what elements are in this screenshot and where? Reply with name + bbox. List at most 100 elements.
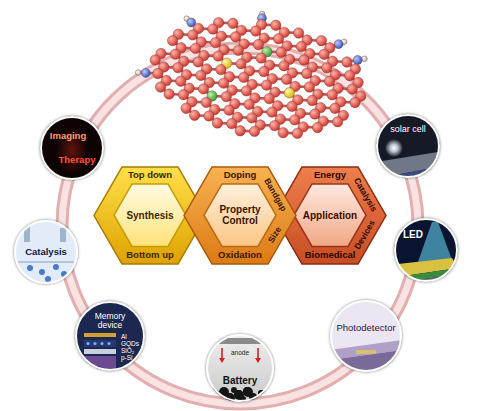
atom: [153, 68, 163, 78]
atom: [332, 117, 342, 127]
atom: [319, 49, 329, 59]
decoration: [394, 218, 458, 282]
atom: [292, 128, 302, 138]
atom: [216, 64, 226, 74]
atom: [235, 126, 245, 136]
hexagon-frame: DopingBandgapSizeOxidationProperty Contr…: [184, 167, 296, 264]
atom: [269, 120, 279, 130]
application-label: LED: [403, 229, 423, 240]
hexagon-outline: [274, 167, 386, 264]
atom: [344, 70, 354, 80]
application-label: Photodetector: [336, 323, 395, 333]
photo-picture: [330, 300, 402, 376]
decoration: [213, 393, 219, 399]
hexagon-outline: [184, 167, 296, 264]
atom: [342, 57, 352, 67]
decoration: [53, 264, 59, 270]
atom: [212, 118, 222, 128]
atom: [279, 61, 289, 71]
hexagon-core: Application: [294, 184, 366, 246]
atom: [135, 70, 141, 76]
application-label: Battery: [223, 375, 257, 386]
decoration: [206, 334, 274, 402]
atom: [293, 28, 303, 38]
atom: [187, 30, 197, 40]
application-pictures: [14, 114, 458, 406]
atom: [312, 122, 322, 132]
hexagon-label: Biomedical: [305, 250, 356, 260]
atom: [141, 68, 150, 77]
decoration: [385, 139, 403, 157]
atom: [301, 68, 311, 78]
hexagon-outline: [294, 184, 366, 246]
atom: [198, 84, 208, 94]
atom: [267, 107, 277, 117]
hexagon-label: Doping: [224, 170, 257, 180]
part-label: GQDs: [121, 340, 139, 347]
decoration: [218, 338, 262, 344]
decoration: [234, 390, 244, 400]
atom: [316, 36, 326, 46]
graphene-lattice: [135, 11, 367, 138]
atom: [230, 32, 240, 42]
decoration: [255, 358, 261, 363]
atom: [221, 91, 231, 101]
atom: [204, 111, 214, 121]
application-circle: Catalysis: [14, 220, 78, 284]
atom: [239, 72, 249, 82]
atom: [287, 101, 297, 111]
atom: [261, 80, 271, 90]
atom: [218, 78, 228, 88]
atom: [193, 57, 203, 67]
atom: [228, 18, 238, 28]
atom: [213, 51, 223, 61]
decoration: [75, 301, 145, 371]
atom: [178, 89, 188, 99]
atom: [276, 47, 286, 57]
atom: [250, 26, 260, 36]
atom: [173, 62, 183, 72]
atom: [210, 37, 220, 47]
atom: [164, 89, 174, 99]
decoration: [216, 396, 224, 404]
led-picture: [394, 218, 458, 290]
decoration: [261, 393, 271, 403]
atom: [299, 55, 309, 65]
application-label: Catalysis: [25, 247, 67, 257]
application-label: Therapy: [59, 155, 96, 165]
atom: [307, 95, 317, 105]
ring: [62, 48, 418, 404]
atom: [176, 76, 186, 86]
decoration: [100, 342, 103, 345]
decoration: [18, 262, 74, 263]
part-label: anode: [231, 349, 249, 356]
part-label: SiO₂: [121, 347, 134, 354]
decoration: [249, 393, 257, 401]
atom: [347, 84, 357, 94]
decoration: [84, 349, 116, 354]
application-circle: solar cell: [376, 114, 440, 178]
application-circle: Battery: [206, 334, 274, 402]
atom: [155, 82, 165, 92]
atom: [208, 24, 218, 34]
atom: [196, 70, 206, 80]
atom: [181, 103, 191, 113]
atom: [190, 43, 200, 53]
application-label: Imaging: [50, 131, 86, 141]
atom: [256, 53, 266, 63]
atom: [296, 41, 306, 51]
decoration: [40, 116, 104, 180]
hexagon-label: Energy: [314, 170, 346, 180]
decoration: [84, 356, 116, 370]
atom: [353, 56, 362, 65]
atom: [278, 127, 288, 137]
atom: [189, 110, 199, 120]
atom: [322, 63, 332, 73]
memory-picture: [75, 301, 145, 371]
hexagon-core: Synthesis: [114, 184, 186, 246]
atom: [330, 103, 340, 113]
atom: [233, 45, 243, 55]
atom: [273, 34, 283, 44]
